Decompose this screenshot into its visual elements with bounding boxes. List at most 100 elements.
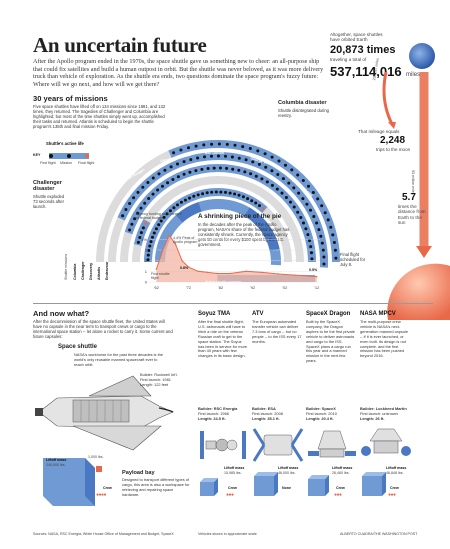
shuttle-liftoff-label: Liftoff mass bbox=[46, 458, 67, 462]
mission-dot bbox=[196, 193, 200, 197]
funding-point bbox=[245, 270, 247, 272]
mission-dot bbox=[230, 155, 234, 159]
mission-dot bbox=[121, 214, 125, 218]
intro-text: After the Apollo program ended in the 19… bbox=[33, 58, 324, 88]
mission-dot bbox=[302, 221, 305, 225]
mission-dot bbox=[256, 149, 260, 153]
shuttle-engines bbox=[35, 408, 43, 416]
craft-mass-box bbox=[254, 472, 278, 496]
mission-dot bbox=[203, 155, 206, 159]
mission-dot bbox=[320, 204, 324, 208]
shuttle-label-discovery: Discovery bbox=[89, 262, 93, 280]
moon-label: That mileage equals bbox=[358, 129, 400, 134]
craft-illustration bbox=[200, 431, 246, 459]
soyuz-illustration bbox=[200, 431, 246, 459]
president-reagan: Ronald Reagan bbox=[120, 167, 146, 185]
craft-crew-icons: ●●● bbox=[226, 492, 234, 498]
shuttle-first-launch: First launch: 1981 bbox=[140, 377, 171, 382]
mission-dot bbox=[237, 193, 241, 197]
mission-dot bbox=[316, 197, 320, 201]
mission-dot bbox=[254, 201, 258, 205]
mission-dot bbox=[290, 168, 294, 172]
mission-dot bbox=[157, 172, 161, 176]
mission-dot bbox=[275, 187, 279, 191]
mission-dot bbox=[305, 202, 309, 206]
funding-point bbox=[168, 234, 170, 236]
president-clinton: Bill Clinton bbox=[205, 151, 224, 155]
craft-crew-label: Crew bbox=[390, 486, 399, 490]
sun-icon bbox=[387, 263, 450, 320]
mission-dot bbox=[233, 143, 237, 147]
mission-dot bbox=[210, 142, 214, 146]
funding-point bbox=[181, 260, 183, 262]
sun-label: times the distance from Earth to the sun bbox=[398, 204, 426, 226]
craft-builder: Builder: SpaceX bbox=[306, 406, 336, 411]
craft-desc: The multi-purpose crew vehicle is NASA's… bbox=[360, 319, 409, 359]
craft-desc: Built by the SpaceX company, the Dragon … bbox=[306, 319, 355, 364]
mission-dot bbox=[166, 181, 170, 185]
mission-dot bbox=[188, 196, 191, 200]
mission-dot bbox=[301, 179, 305, 182]
mission-dot bbox=[182, 160, 186, 164]
mission-dot bbox=[246, 197, 250, 201]
craft-mass-value: 26,460 lbs. bbox=[332, 471, 350, 475]
mission-dot bbox=[307, 184, 310, 188]
mission-dot bbox=[183, 198, 187, 202]
mission-dot bbox=[280, 191, 284, 195]
sun-arrow-head bbox=[416, 246, 432, 258]
mission-dot bbox=[276, 173, 280, 176]
mission-dot bbox=[143, 201, 147, 205]
craft-illustration bbox=[361, 428, 411, 456]
mission-dot bbox=[228, 191, 232, 195]
mission-dot bbox=[161, 184, 164, 188]
funding-program-label: Space shuttle program bbox=[205, 280, 242, 284]
funding-x-tick: '72 bbox=[186, 285, 192, 290]
craft-builder: Builder: RSC Energia bbox=[198, 406, 238, 411]
mission-dot bbox=[132, 196, 136, 200]
columbia-text: Shuttle disintegrated during reentry. bbox=[278, 108, 329, 118]
payload-bay bbox=[72, 399, 130, 423]
key-final-dot bbox=[85, 154, 89, 158]
sun-count: 5.7 bbox=[402, 192, 416, 203]
funding-point bbox=[187, 266, 190, 268]
mission-dot bbox=[188, 170, 192, 174]
craft-crew-icons: ●●● bbox=[334, 492, 342, 498]
mission-dot bbox=[147, 197, 151, 200]
mission-dot bbox=[219, 190, 223, 194]
mission-dot bbox=[172, 151, 176, 155]
craft-liftoff-label: Liftoff mass bbox=[224, 466, 245, 470]
dragon-illustration bbox=[308, 430, 356, 458]
mission-dot bbox=[196, 156, 200, 160]
funding-x-tick: '92 bbox=[250, 285, 256, 290]
columbia-title: Columbia disaster bbox=[278, 100, 327, 106]
craft-liftoff-label: Liftoff mass bbox=[332, 466, 353, 470]
key-graphic bbox=[49, 153, 89, 159]
mission-dot bbox=[297, 191, 301, 195]
mission-dot bbox=[265, 180, 269, 184]
mission-dot bbox=[156, 188, 160, 192]
shuttle-desc: NASA's workhorse for the past three deca… bbox=[74, 352, 163, 367]
footer-credit: ALBERTO CUADRA/THE WASHINGTON POST bbox=[340, 532, 418, 536]
mission-dot bbox=[179, 200, 183, 204]
mission-dot bbox=[189, 158, 193, 162]
funding-label-08: 0.8% bbox=[180, 266, 189, 270]
mission-dot bbox=[163, 168, 167, 172]
sun-distance: 93 million miles bbox=[411, 170, 415, 195]
mission-dot bbox=[124, 208, 128, 211]
active-life-label: Shuttle's active life bbox=[46, 141, 84, 146]
shuttle-liftoff-value: 240,000 lbs. bbox=[46, 463, 66, 467]
mission-dot bbox=[187, 146, 190, 150]
mission-dot bbox=[292, 186, 296, 190]
orbit-label: Altogether, space shuttles have orbited … bbox=[330, 32, 383, 43]
mission-dot bbox=[146, 181, 150, 184]
mission-dot bbox=[202, 143, 206, 147]
craft-illustration bbox=[308, 430, 356, 458]
mission-dot bbox=[270, 155, 274, 159]
mission-dot bbox=[289, 200, 292, 204]
craft-first-launch: First launch: 2008 bbox=[252, 411, 283, 416]
mission-dot bbox=[260, 177, 264, 181]
travel-label: traveling a total of bbox=[330, 57, 367, 62]
craft-illustration bbox=[252, 428, 304, 462]
key-final-flight: Final flight bbox=[78, 161, 95, 165]
payload-title: Payload bay bbox=[122, 470, 155, 476]
